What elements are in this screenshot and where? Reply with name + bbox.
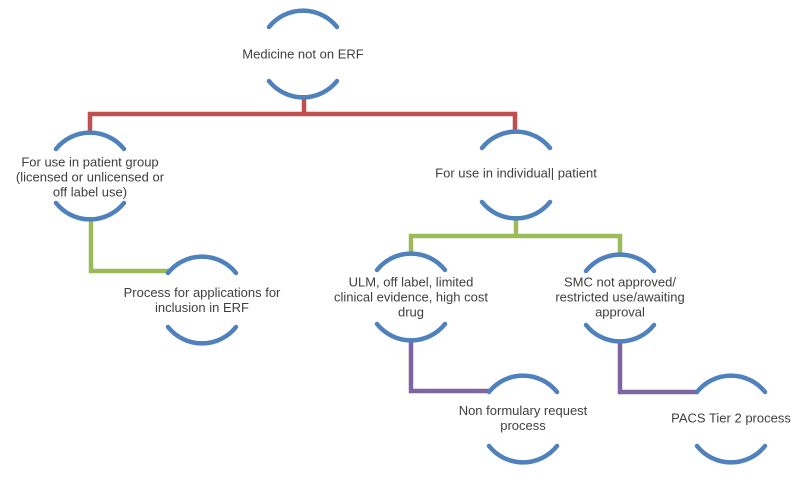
node-patient-group: For use in patient group (licensed or un… <box>15 154 165 200</box>
connector-segment <box>617 340 698 395</box>
connector-segment <box>694 443 768 465</box>
connector-segment <box>165 324 239 346</box>
connector-segment <box>583 322 657 344</box>
connector-segment <box>374 321 448 343</box>
connector-segment <box>486 373 560 395</box>
connector-segment <box>408 233 623 256</box>
node-process-applications-erf: Process for applications for inclusion i… <box>123 285 281 315</box>
connector-segment <box>53 200 127 222</box>
connector-segment <box>266 8 340 30</box>
connector-segment <box>479 129 553 151</box>
node-medicine-not-on-erf: Medicine not on ERF <box>242 46 364 62</box>
connector-segment <box>374 251 448 273</box>
connector-segment <box>479 199 553 221</box>
node-pacs-tier-2: PACS Tier 2 process <box>671 410 791 426</box>
connector-segment <box>87 111 518 133</box>
connector-segment <box>266 78 340 100</box>
node-smc-not-approved: SMC not approved/ restricted use/awaitin… <box>555 274 685 320</box>
connector-segment <box>486 443 560 465</box>
connector-segment <box>583 252 657 274</box>
connector-segment <box>408 339 490 394</box>
connector-segment <box>694 373 768 395</box>
node-individual-patient: For use in individual| patient <box>435 165 597 181</box>
connector-segment <box>88 220 169 274</box>
node-ulm-off-label: ULM, off label, limited clinical evidenc… <box>334 274 488 320</box>
connector-segment <box>165 254 239 276</box>
node-non-formulary-request: Non formulary request process <box>458 403 588 433</box>
connector-segment <box>53 130 127 152</box>
